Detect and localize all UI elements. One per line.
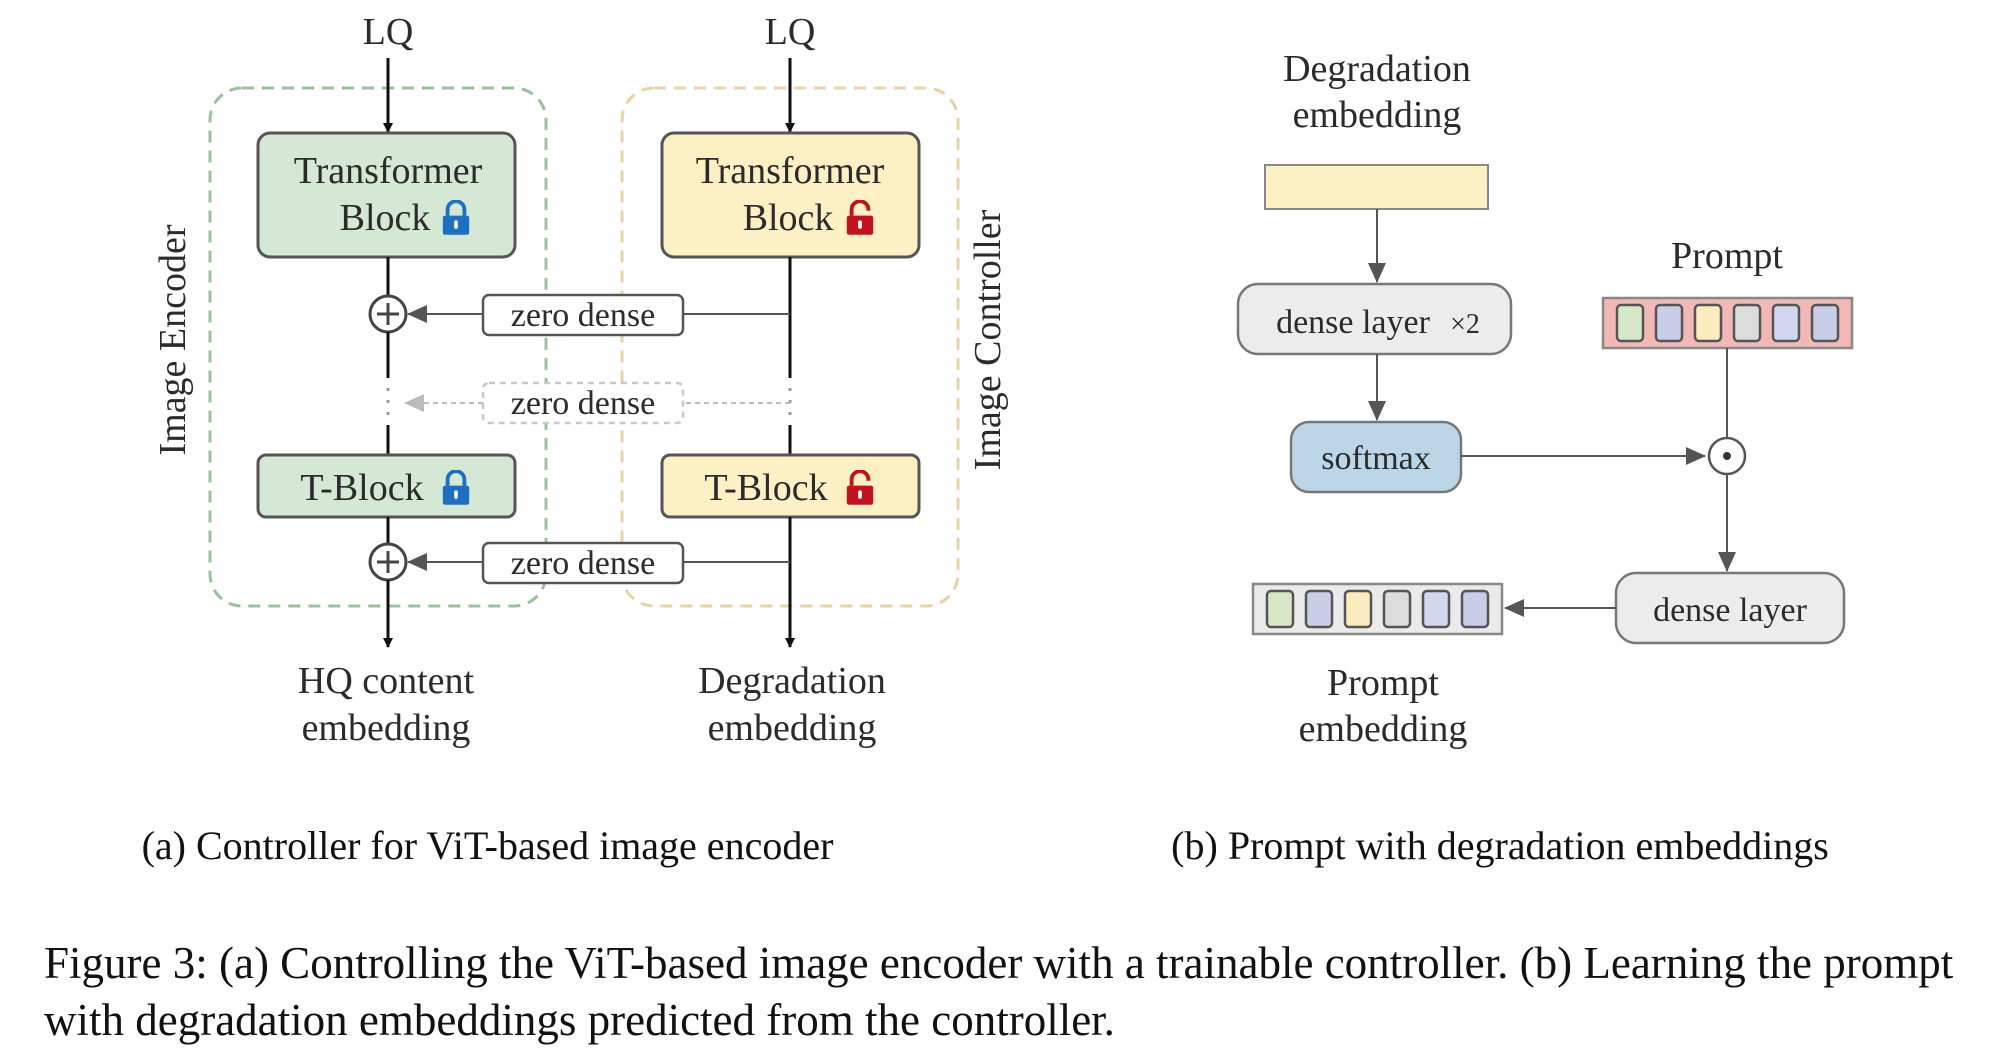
figure-caption: Figure 3: (a) Controlling the ViT-based …: [44, 938, 1954, 1045]
degradation-embedding-label-line2: embedding: [1293, 94, 1462, 136]
token-cell: [1693, 303, 1723, 343]
prompt-embedding-bar: [1251, 582, 1504, 636]
lq-input-right: LQ: [765, 11, 816, 53]
times-two-label: ×2: [1450, 309, 1480, 340]
degradation-embedding-label-line1: Degradation: [1283, 48, 1471, 90]
token-cell: [1382, 589, 1412, 629]
token-cell: [1421, 589, 1451, 629]
zero-dense-2-label: zero dense: [511, 385, 655, 422]
subcaption-b: (b) Prompt with degradation embeddings: [1171, 823, 1829, 868]
controller-block-line1: Transformer: [696, 150, 885, 192]
token-cell: [1304, 589, 1334, 629]
encoder-t-block-label: T-Block: [300, 467, 423, 509]
subcaption-a: (a) Controller for ViT-based image encod…: [141, 823, 834, 868]
prompt-embedding-label-line1: Prompt: [1327, 662, 1439, 704]
image-encoder-frame: [208, 86, 548, 608]
degradation-output-line1: Degradation: [698, 660, 886, 702]
panel-b: Degradation embedding dense layer ×2 sof…: [1236, 48, 1854, 750]
encoder-block-line1: Transformer: [294, 150, 483, 192]
controller-t-block-label: T-Block: [704, 467, 827, 509]
figure-diagram: Image Encoder Image Controller LQ LQ Tra…: [152, 11, 1854, 750]
token-cell: [1265, 589, 1295, 629]
encoder-block-line2: Block: [340, 197, 431, 239]
lq-input-left: LQ: [363, 11, 414, 53]
zero-dense-3-label: zero dense: [511, 545, 655, 582]
token-cell: [1343, 589, 1373, 629]
prompt-label: Prompt: [1671, 235, 1783, 277]
token-cell: [1654, 303, 1684, 343]
image-controller-label: Image Controller: [967, 209, 1009, 470]
token-cell: [1771, 303, 1801, 343]
degradation-embedding-bar: [1264, 164, 1489, 210]
softmax-label: softmax: [1321, 440, 1431, 477]
image-encoder-label: Image Encoder: [152, 224, 194, 455]
panel-a: Image Encoder Image Controller LQ LQ Tra…: [152, 11, 1009, 749]
hq-output-line2: embedding: [302, 707, 471, 749]
dense-layer-x2-box: [1236, 282, 1513, 356]
hq-output-line1: HQ content: [298, 660, 475, 702]
dense-layer-x2-label: dense layer: [1276, 304, 1431, 341]
token-cell: [1615, 303, 1645, 343]
token-cell: [1460, 589, 1490, 629]
token-cell: [1810, 303, 1840, 343]
degradation-output-line2: embedding: [708, 707, 877, 749]
prompt-embedding-label-line2: embedding: [1299, 708, 1468, 750]
prompt-bar: [1601, 296, 1854, 350]
controller-block-line2: Block: [743, 197, 834, 239]
prompt-embedding-tokens: [1265, 589, 1490, 629]
zero-dense-1-label: zero dense: [511, 297, 655, 334]
dense-layer-label: dense layer: [1653, 592, 1808, 629]
token-cell: [1732, 303, 1762, 343]
prompt-tokens: [1615, 303, 1840, 343]
